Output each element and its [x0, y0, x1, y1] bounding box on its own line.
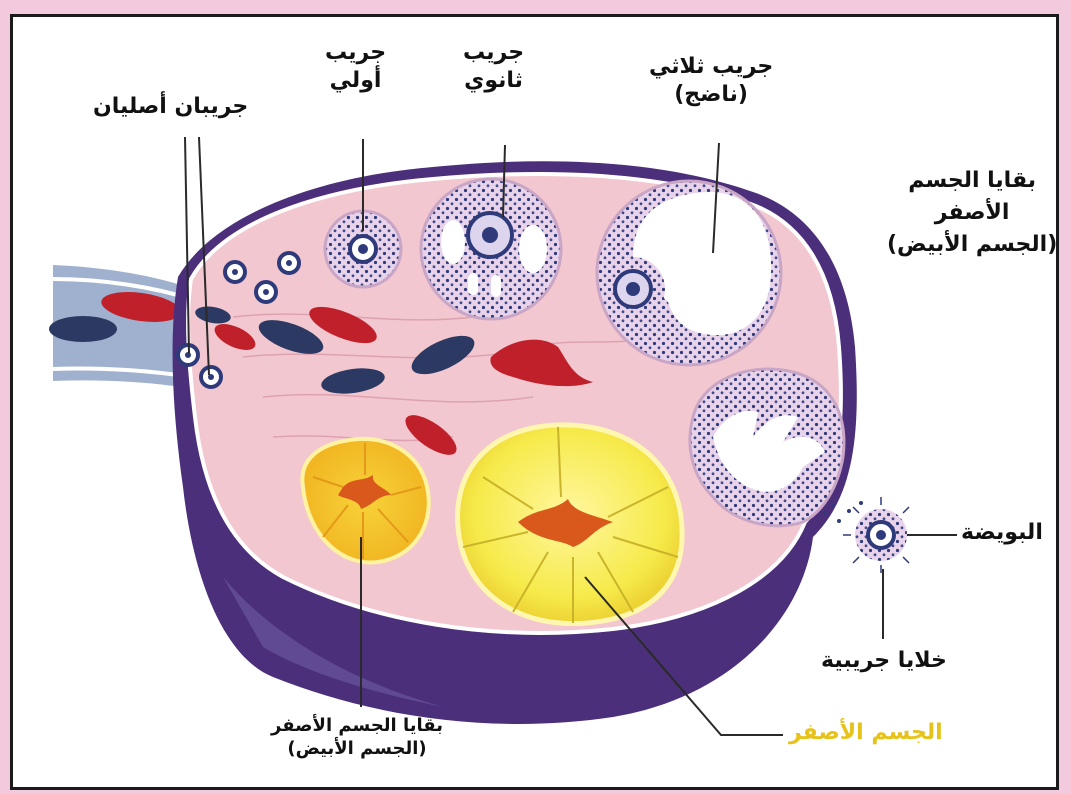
- ligament-vessel-blue: [49, 316, 117, 342]
- primordial-follicle: [279, 253, 299, 273]
- primordial-follicle: [256, 282, 276, 302]
- label-primary-follicle: جريب أولي: [325, 39, 386, 94]
- diagram-frame: جريبان أصليان جريب أولي جريب ثانوي جريب …: [10, 14, 1059, 790]
- secondary-follicle: [421, 179, 561, 319]
- label-tertiary-follicle: جريب ثلاثي (ناضج): [649, 53, 773, 108]
- ligament: [49, 265, 193, 389]
- label-primordial-follicles: جريبان أصليان: [93, 93, 248, 121]
- ovum: [823, 497, 919, 573]
- label-corpus-albicans-right: بقايا الجسم الأصفر (الجسم الأبيض): [887, 165, 1057, 261]
- label-corpus-albicans-bottom: بقايا الجسم الأصفر (الجسم الأبيض): [271, 715, 443, 760]
- label-corpus-luteum: الجسم الأصفر: [789, 719, 943, 747]
- corpus-luteum: [458, 425, 683, 624]
- label-granulosa-cells: خلايا جريبية: [821, 647, 947, 675]
- tertiary-follicle: [597, 181, 781, 365]
- primordial-follicle: [201, 367, 221, 387]
- primordial-follicle: [225, 262, 245, 282]
- label-ovum: البويضة: [961, 519, 1043, 547]
- label-secondary-follicle: جريب ثانوي: [463, 39, 524, 94]
